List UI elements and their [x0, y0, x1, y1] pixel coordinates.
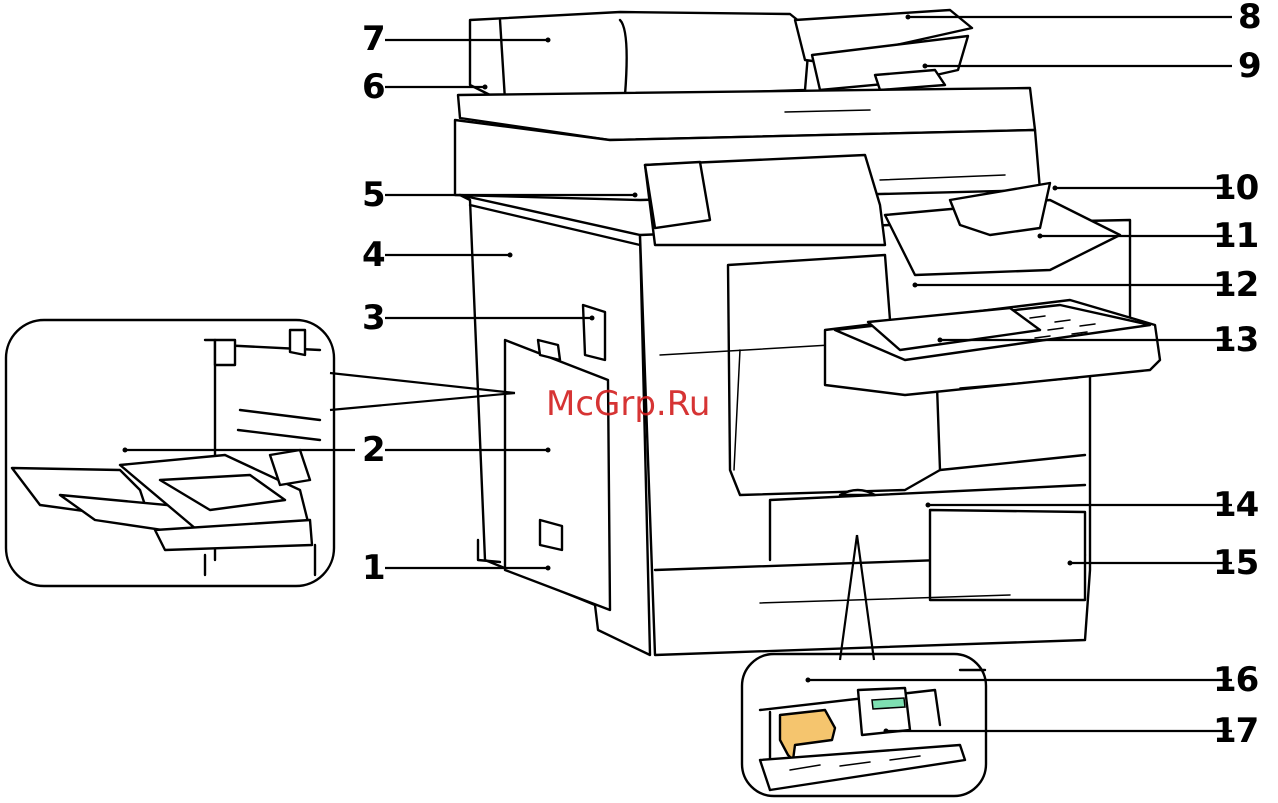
callout-10: 10 — [1213, 171, 1258, 205]
toner-band — [872, 698, 905, 709]
callout-3: 3 — [362, 301, 385, 335]
callout-12: 12 — [1213, 268, 1258, 302]
watermark: McGrp.Ru — [546, 384, 710, 424]
callout-8: 8 — [1238, 0, 1261, 34]
callout-6: 6 — [362, 70, 385, 104]
callout-2: 2 — [362, 433, 385, 467]
bypass-tray-inset — [6, 320, 334, 586]
callout-7: 7 — [362, 22, 385, 56]
callout-14: 14 — [1213, 488, 1258, 522]
document-feeder — [470, 10, 972, 100]
callout-17: 17 — [1213, 714, 1258, 748]
toner-area-inset — [742, 654, 986, 796]
callout-5: 5 — [362, 178, 385, 212]
callout-13: 13 — [1213, 323, 1258, 357]
callout-9: 9 — [1238, 49, 1261, 83]
callout-16: 16 — [1213, 663, 1258, 697]
callout-15: 15 — [1213, 546, 1258, 580]
printer-left-side — [460, 195, 650, 655]
callout-11: 11 — [1213, 219, 1258, 253]
printer-front — [640, 155, 1160, 655]
callout-4: 4 — [362, 238, 385, 272]
callout-1: 1 — [362, 551, 385, 585]
